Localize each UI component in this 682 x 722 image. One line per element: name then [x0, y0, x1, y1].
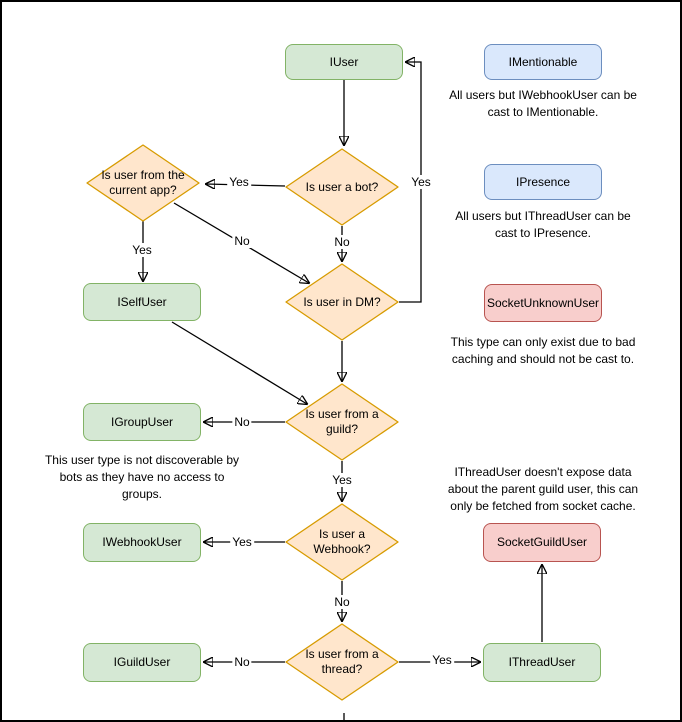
node-socketguilduser-label: SocketGuildUser	[496, 535, 588, 550]
edge-label-bot-to-current-app: Yes	[227, 175, 251, 189]
decision-is-user-in-dm-label: Is user in DM?	[303, 294, 381, 309]
note-ipresence: All users but IThreadUser can be cast to…	[443, 208, 643, 242]
note-ithreaduser-line3: only be fetched from socket cache.	[450, 499, 636, 513]
note-igroupuser-line1: This user type is not discoverable by	[44, 453, 240, 467]
diamond-shape	[285, 503, 399, 581]
note-socketunknownuser-line2: caching and should not be cast to.	[451, 352, 635, 366]
note-ithreaduser-line1: IThreadUser doesn't expose data	[454, 465, 632, 479]
diamond-shape	[285, 623, 399, 701]
note-igroupuser-line3: groups.	[121, 487, 163, 501]
note-ithreaduser-line2: about the parent guild user, this can	[447, 482, 639, 496]
note-imentionable: All users but IWebhookUser can be cast t…	[443, 87, 643, 121]
node-igroupuser-label: IGroupUser	[110, 414, 174, 429]
node-iwebhookuser-label: IWebhookUser	[102, 535, 182, 550]
node-socketunknownuser-label: SocketUnknownUser	[486, 295, 600, 310]
edge-label-current-app-to-iselfuser: Yes	[130, 243, 154, 257]
node-ipresence: IPresence	[484, 164, 602, 200]
decision-is-user-in-dm: Is user in DM?	[285, 263, 399, 341]
note-ipresence-line1: All users but IThreadUser can be	[455, 209, 631, 223]
node-socketguilduser: SocketGuildUser	[483, 523, 601, 562]
node-imentionable: IMentionable	[484, 44, 602, 80]
note-ithreaduser: IThreadUser doesn't expose data about th…	[437, 464, 649, 515]
node-iwebhookuser: IWebhookUser	[83, 523, 201, 562]
node-ipresence-label: IPresence	[515, 174, 571, 189]
note-igroupuser: This user type is not discoverable by bo…	[37, 452, 247, 503]
decision-is-user-a-bot-label: Is user a bot?	[305, 179, 379, 194]
decision-is-user-from-thread-label: Is user from a thread?	[305, 647, 379, 676]
node-iguilduser: IGuildUser	[83, 643, 201, 682]
decision-is-user-a-webhook-label: Is user a Webhook?	[313, 527, 371, 556]
decision-is-user-a-bot: Is user a bot?	[285, 148, 399, 226]
edge-label-bot-to-dm: No	[332, 235, 352, 249]
note-ipresence-line2: cast to IPresence.	[494, 226, 592, 240]
edge-label-dm-to-iuser: Yes	[409, 175, 433, 189]
edge-label-guild-to-igroupuser: No	[232, 415, 252, 429]
decision-is-user-from-thread: Is user from a thread?	[285, 623, 399, 701]
decision-is-user-from-guild-label: Is user from a guild?	[305, 407, 379, 436]
decision-is-user-from-current-app-label: Is user from the current app?	[101, 168, 185, 197]
note-igroupuser-line2: bots as they have no access to	[59, 470, 225, 484]
note-imentionable-line2: cast to IMentionable.	[487, 105, 599, 119]
note-imentionable-line1: All users but IWebhookUser can be	[449, 88, 637, 102]
diamond-shape	[285, 263, 399, 341]
edge-label-thread-to-iguilduser: No	[232, 655, 252, 669]
node-socketunknownuser: SocketUnknownUser	[484, 284, 602, 322]
connector-iselfuser-to-guild	[171, 321, 307, 404]
note-socketunknownuser-line1: This type can only exist due to bad	[450, 335, 636, 349]
diamond-shape	[86, 144, 200, 222]
node-ithreaduser-label: IThreadUser	[508, 655, 576, 670]
edge-label-guild-to-webhook: Yes	[330, 473, 354, 487]
decision-is-user-from-current-app: Is user from the current app?	[86, 144, 200, 222]
decision-is-user-from-guild: Is user from a guild?	[285, 383, 399, 461]
edge-label-current-app-to-dm: No	[232, 234, 252, 248]
node-iselfuser: ISelfUser	[83, 283, 201, 321]
diamond-shape	[285, 383, 399, 461]
edge-label-thread-to-ithreaduser: Yes	[430, 653, 454, 667]
node-iuser: IUser	[285, 44, 403, 80]
decision-is-user-a-webhook: Is user a Webhook?	[285, 503, 399, 581]
node-iguilduser-label: IGuildUser	[113, 655, 171, 670]
note-socketunknownuser: This type can only exist due to bad cach…	[438, 334, 648, 368]
node-iselfuser-label: ISelfUser	[117, 294, 167, 309]
node-igroupuser: IGroupUser	[83, 403, 201, 441]
diamond-shape	[285, 148, 399, 226]
node-ithreaduser: IThreadUser	[483, 643, 601, 682]
edge-label-webhook-to-thread: No	[332, 595, 352, 609]
node-imentionable-label: IMentionable	[508, 54, 578, 69]
edge-label-webhook-to-iwebhookuser: Yes	[230, 535, 254, 549]
node-iuser-label: IUser	[329, 54, 359, 69]
